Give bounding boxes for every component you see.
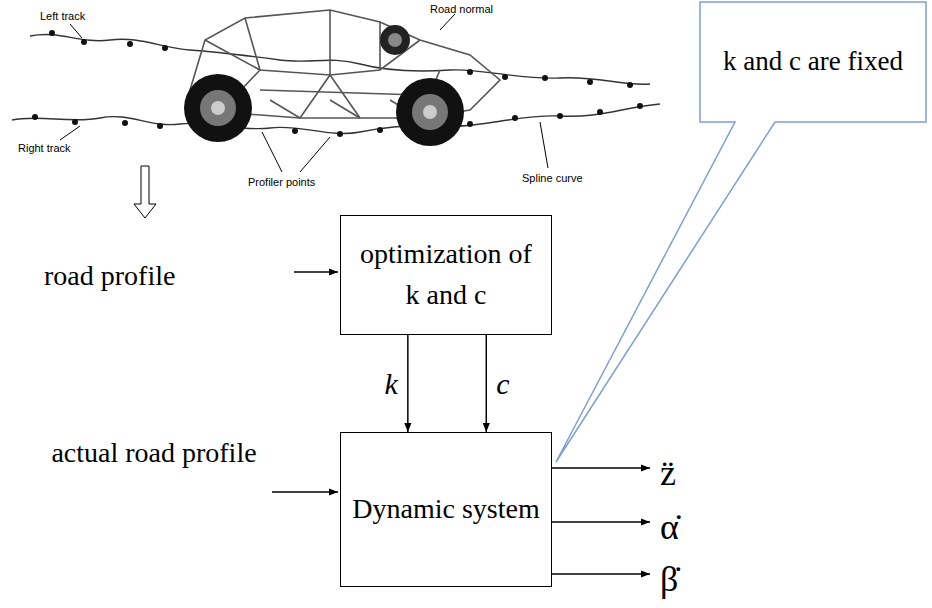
part-label: Right track	[18, 140, 71, 157]
part-label: Profiler points	[248, 174, 315, 191]
part-label: Spline curve	[522, 170, 583, 187]
edge-label: c	[496, 366, 509, 402]
process-box: optimization of k and c	[340, 215, 552, 335]
node-text: optimization of k and c	[351, 234, 541, 315]
node-text: Dynamic system	[352, 489, 539, 530]
input-label: road profile	[44, 255, 175, 297]
input-label: actual road profile	[44, 432, 264, 474]
callout-bubble: k and c are fixed	[702, 4, 924, 120]
edge-label: k	[385, 366, 398, 402]
part-label: Left track	[40, 8, 85, 25]
output-label: z̈	[660, 446, 676, 500]
process-box: Dynamic system	[340, 432, 552, 587]
output-label: α̇	[660, 500, 679, 554]
flow-arrow	[407, 335, 409, 432]
part-label: Road normal	[430, 1, 493, 18]
flow-arrow	[486, 335, 488, 432]
node-text: k and c are fixed	[723, 42, 903, 81]
output-label: β̇	[660, 552, 678, 606]
